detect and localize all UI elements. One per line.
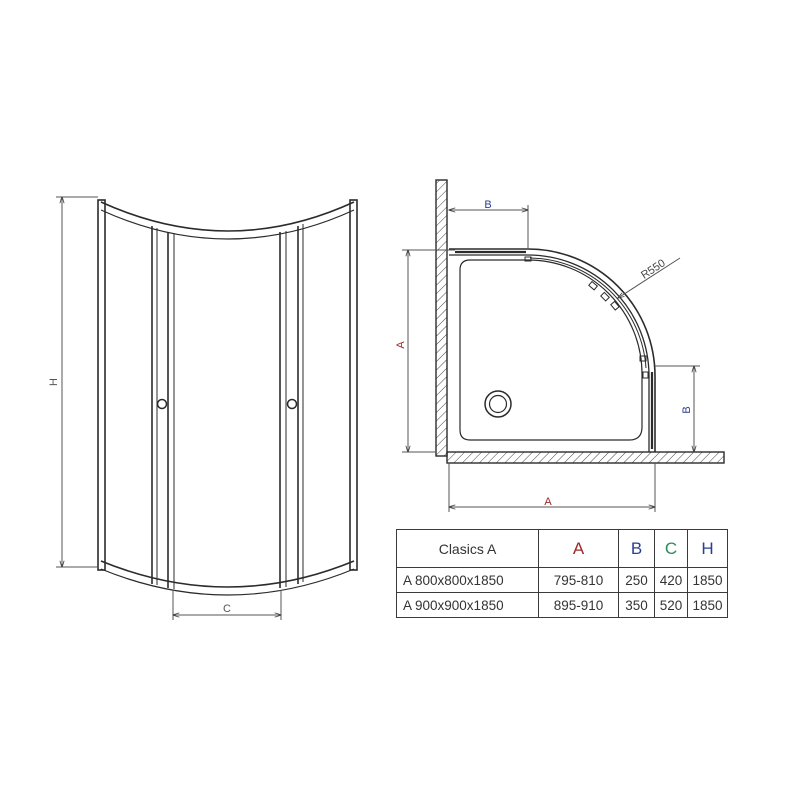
cell-b: 250	[618, 567, 655, 593]
top-rail	[100, 201, 355, 232]
a-bottom-dimension	[449, 463, 655, 512]
header-c: C	[654, 529, 688, 568]
header-h: H	[687, 529, 728, 568]
header-model: Clasics A	[396, 529, 539, 568]
h-dimension	[56, 197, 98, 567]
a-bottom-label: A	[544, 496, 552, 508]
cell-b: 350	[618, 592, 655, 618]
table-row: A 900x900x1850 895-910 350 520 1850	[396, 592, 728, 618]
h-dimension-label: H	[48, 378, 60, 386]
wall-bottom-hatched	[446, 451, 725, 464]
c-dimension	[173, 590, 281, 620]
cell-a: 795-810	[538, 567, 619, 593]
cell-model: A 900x900x1850	[396, 592, 539, 618]
wall-left-hatched	[435, 179, 448, 457]
table-row: A 800x800x1850 795-810 250 420 1850	[396, 567, 728, 593]
shower-tray-plan	[449, 248, 656, 452]
cell-h: 1850	[687, 567, 728, 593]
cell-model: A 800x800x1850	[396, 567, 539, 593]
a-side-dimension	[402, 250, 455, 452]
b-top-dimension	[449, 205, 528, 249]
left-door-handle	[156, 398, 168, 410]
b-right-label: B	[681, 406, 693, 413]
b-top-label: B	[484, 199, 491, 211]
radius-leader	[618, 257, 681, 298]
left-wall-profile	[97, 199, 106, 571]
cell-a: 895-910	[538, 592, 619, 618]
right-wall-profile	[349, 199, 358, 571]
b-right-dimension	[655, 366, 700, 452]
a-side-label: A	[395, 341, 407, 349]
front-view	[97, 199, 358, 596]
c-dimension-label: C	[223, 603, 231, 615]
right-door-handle	[286, 398, 298, 410]
bottom-rail	[100, 560, 355, 588]
spec-table: Clasics A A B C H A 800x800x1850 795-810…	[396, 529, 728, 618]
tray-basin	[459, 259, 643, 441]
radius-label: R550	[639, 257, 668, 281]
tray-drain	[484, 390, 512, 418]
cell-c: 520	[654, 592, 688, 618]
header-b: B	[618, 529, 655, 568]
cell-c: 420	[654, 567, 688, 593]
cell-h: 1850	[687, 592, 728, 618]
header-a: A	[538, 529, 619, 568]
spec-table-header-row: Clasics A A B C H	[396, 529, 728, 568]
